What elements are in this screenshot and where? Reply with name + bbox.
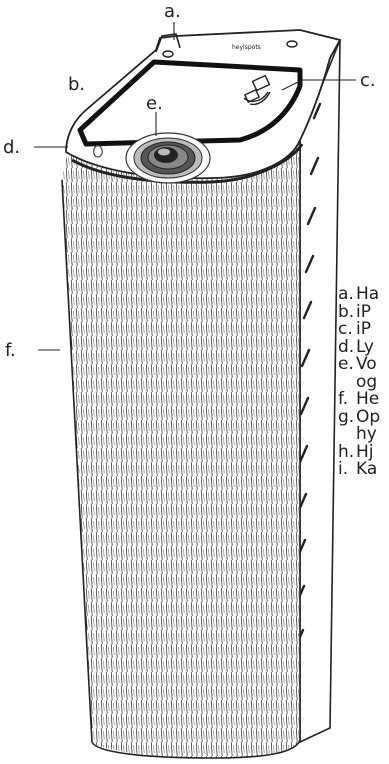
legend-text: Ha	[356, 284, 380, 304]
legend-key: h.	[338, 441, 355, 462]
callout-d: d.	[3, 137, 21, 158]
legend-text: Ly	[356, 336, 374, 357]
speaker-side-panel	[299, 39, 341, 744]
legend-key: b.	[338, 301, 355, 322]
legend-text: hy	[356, 424, 377, 444]
light-indicator	[93, 145, 103, 158]
callout-a: a.	[164, 1, 181, 22]
legend-text: iP	[356, 301, 371, 322]
legend-text: iP	[356, 319, 371, 339]
volume-knob	[125, 132, 211, 184]
callout-f: f.	[5, 340, 16, 361]
legend-item: hy	[338, 424, 380, 444]
legend-key: f.	[338, 389, 349, 409]
legend-text: Op	[356, 406, 381, 427]
legend-key	[338, 426, 352, 444]
carry-handle	[155, 33, 181, 53]
legend-text: He	[356, 389, 380, 409]
legend-text: Hj	[356, 441, 374, 462]
legend-key: i.	[338, 459, 349, 479]
legend-item: a.Ha	[338, 284, 380, 304]
legend-text: Vo	[356, 354, 377, 374]
handle-hole-right	[286, 40, 298, 48]
legend-item: og	[338, 371, 380, 392]
top-plate-rim	[71, 143, 304, 184]
legend-key: c.	[338, 319, 353, 339]
parts-legend: a.Ha b.iP c.iP d.Ly e.Vo og f. He g.Op hy…	[338, 284, 381, 479]
speaker-grille	[62, 140, 300, 758]
dock-connector	[243, 74, 271, 106]
legend-item: g.Op	[338, 406, 381, 427]
legend-text: og	[356, 371, 378, 392]
legend-item: i. Ka	[338, 459, 380, 479]
grille-outline	[61, 140, 301, 759]
callout-b: b.	[68, 74, 86, 95]
callout-e: e.	[146, 93, 163, 114]
callout-c: c.	[360, 70, 376, 91]
legend-item: e.Vo	[338, 354, 380, 374]
legend-item: d.Ly	[338, 336, 380, 357]
legend-item: h.Hj	[338, 441, 380, 462]
handle-hole-left	[162, 50, 174, 58]
legend-item: b.iP	[338, 301, 380, 322]
legend-text: Ka	[356, 459, 378, 479]
brand-logo: heylspots	[232, 44, 261, 51]
callout-leaders	[34, 22, 356, 351]
legend-key: a.	[338, 284, 354, 304]
legend-item: f. He	[338, 389, 380, 409]
legend-item: c.iP	[338, 319, 380, 339]
legend-key: e.	[338, 354, 354, 374]
dock-recess	[77, 59, 303, 147]
legend-key: d.	[338, 336, 355, 357]
legend-key: g.	[338, 406, 355, 427]
